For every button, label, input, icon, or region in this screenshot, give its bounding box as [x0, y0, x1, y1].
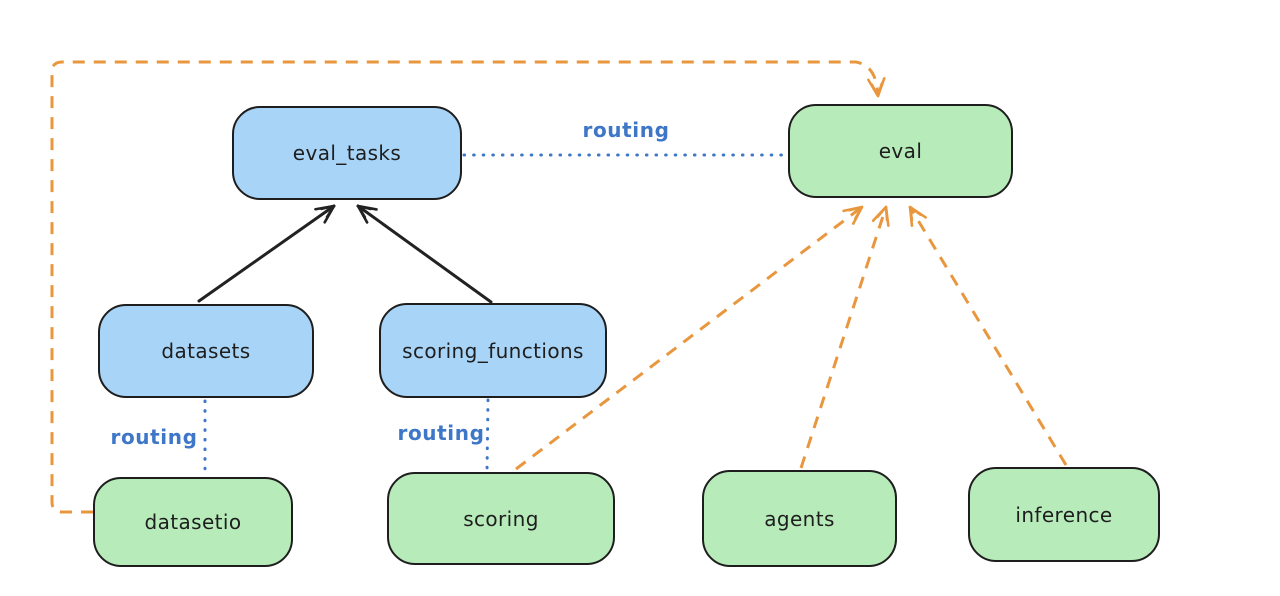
edge-inference-to-eval [908, 205, 1068, 466]
edge-scoring_functions-to-eval_tasks [356, 204, 493, 304]
edge-datasets-to-eval_tasks [197, 204, 336, 303]
edge-scoring_functions-to-scoring-routing [485, 398, 490, 472]
edges-group [50, 60, 1068, 514]
edge-agents-to-eval [799, 205, 890, 469]
edge-datasetio-to-eval [50, 60, 886, 514]
edge-scoring-to-eval [515, 205, 864, 471]
